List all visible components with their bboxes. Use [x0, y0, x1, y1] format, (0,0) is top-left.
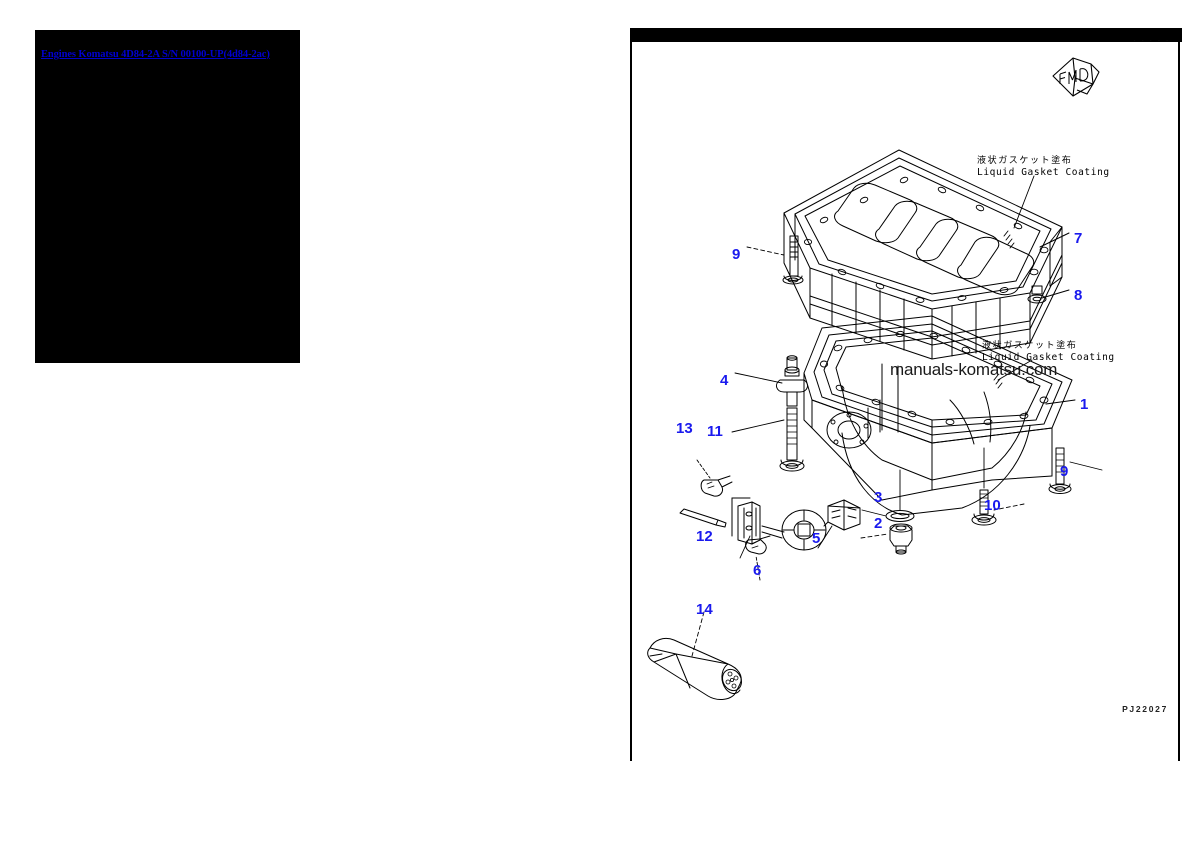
callout-9b[interactable]: 9	[1060, 463, 1069, 480]
sheet-code-bottom: PJ22027	[1122, 704, 1168, 714]
parts-diagram-panel: · · · · ·	[630, 28, 1182, 761]
bolt-item10	[971, 489, 997, 526]
note-japanese-text: 液状ガスケット塗布	[977, 156, 1073, 166]
note-japanese-text: 液状ガスケット塗布	[982, 341, 1078, 351]
callout-1[interactable]: 1	[1080, 396, 1089, 413]
callout-10[interactable]: 10	[984, 497, 1001, 514]
bolt-upper-left	[782, 235, 804, 285]
callout-14[interactable]: 14	[696, 601, 713, 618]
sensor-item5	[823, 499, 861, 531]
washer-item8	[1027, 285, 1047, 304]
callout-7[interactable]: 7	[1074, 230, 1083, 247]
pin-item12a	[679, 508, 727, 528]
callout-4[interactable]: 4	[720, 372, 729, 389]
clip-item13	[700, 475, 733, 497]
callout-5[interactable]: 5	[812, 530, 821, 547]
callout-13[interactable]: 13	[676, 420, 693, 437]
oil-strainer-assembly	[776, 355, 808, 472]
bolt-lower-right	[1048, 447, 1072, 494]
note-english-text: Liquid Gasket Coating	[982, 352, 1115, 363]
left-black-panel: Engines Komatsu 4D84-2A S/N 00100-UP(4d8…	[35, 30, 300, 363]
oil-pan-assembly-artwork	[647, 149, 1103, 700]
sheet-code-top: · · · · ·	[1133, 36, 1170, 45]
bracket-item12	[731, 497, 761, 545]
note-english-text: Liquid Gasket Coating	[977, 167, 1110, 178]
sealant-tube-item14	[647, 637, 742, 700]
o-ring-item3	[885, 510, 915, 522]
drain-plug-item2	[889, 523, 913, 555]
top-black-bar	[632, 28, 1182, 42]
watermark-text: manuals-komatsu.com	[890, 360, 1058, 379]
note-liquid-gasket-upper: 液状ガスケット塗布 Liquid Gasket Coating	[977, 156, 1110, 178]
callout-3[interactable]: 3	[874, 489, 883, 506]
callout-12[interactable]: 12	[696, 528, 713, 545]
callout-8[interactable]: 8	[1074, 287, 1083, 304]
callout-9a[interactable]: 9	[732, 246, 741, 263]
note-liquid-gasket-lower: 液状ガスケット塗布 Liquid Gasket Coating	[982, 341, 1115, 363]
pulley-item5	[761, 509, 827, 551]
callout-11[interactable]: 11	[707, 423, 723, 440]
callout-2[interactable]: 2	[874, 515, 883, 532]
fwd-direction-icon	[1052, 57, 1100, 97]
callout-6[interactable]: 6	[753, 562, 762, 579]
screw-item6	[745, 535, 771, 555]
lower-oil-pan	[803, 315, 1073, 516]
document-title-link[interactable]: Engines Komatsu 4D84-2A S/N 00100-UP(4d8…	[41, 49, 270, 60]
